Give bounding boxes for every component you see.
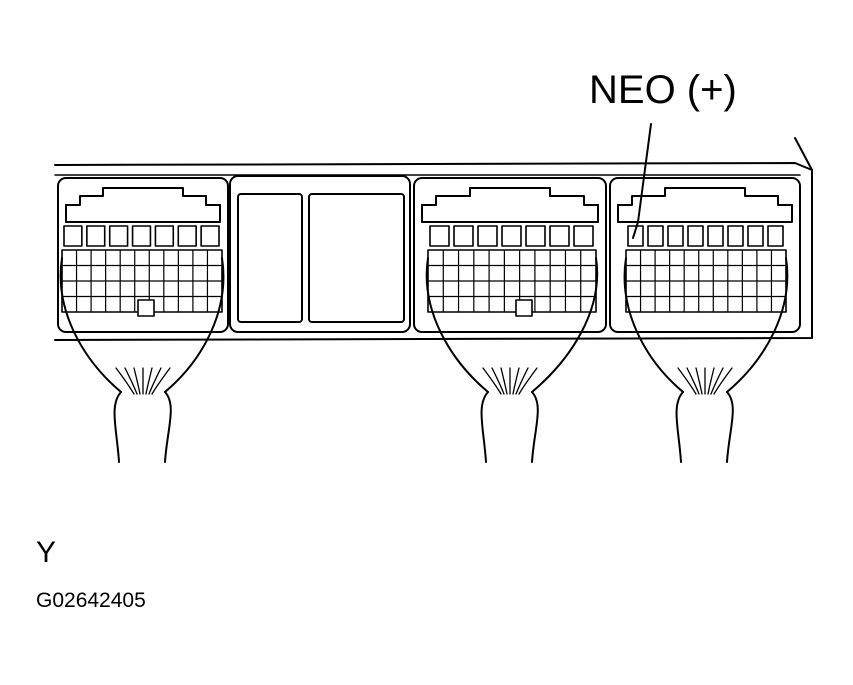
harness-left xyxy=(425,257,489,393)
pin-cell xyxy=(200,225,220,247)
figure-id: G02642405 xyxy=(36,589,146,612)
harness-right xyxy=(531,257,599,393)
harness-right xyxy=(726,257,789,393)
cable-left xyxy=(113,391,122,463)
cable-right xyxy=(726,391,734,463)
corner-letter: Y xyxy=(36,536,57,569)
cable-right xyxy=(531,391,539,463)
pin-cell xyxy=(747,225,764,247)
pin-cell xyxy=(525,225,546,247)
harness-wire xyxy=(512,367,520,395)
pin-cell xyxy=(627,225,644,247)
callout-leader-line xyxy=(632,123,652,239)
ecu-connector-icon xyxy=(57,177,229,333)
harness-wire xyxy=(133,367,141,395)
harness-wire xyxy=(677,367,697,395)
pin-cell xyxy=(429,225,450,247)
pin-cell xyxy=(667,225,684,247)
cable-left xyxy=(675,391,684,463)
pin-cell xyxy=(86,225,106,247)
pin-cell xyxy=(108,225,129,247)
harness-wire xyxy=(707,367,715,395)
ecu-connector-icon xyxy=(413,177,607,333)
harness-wire xyxy=(713,367,733,395)
harness-wire xyxy=(500,367,508,395)
pin-cell xyxy=(63,225,83,247)
harness-wire xyxy=(145,367,153,395)
harness-wire xyxy=(148,367,162,395)
pin-cell xyxy=(549,225,570,247)
cable-left xyxy=(480,391,489,463)
harness-wire xyxy=(124,367,138,395)
harness-wire xyxy=(518,367,538,395)
harness-left xyxy=(623,257,684,393)
connector-key xyxy=(515,299,533,317)
pin-cell xyxy=(767,225,784,247)
ecu-connector-icon xyxy=(609,177,801,333)
wire-harness-icon xyxy=(425,257,599,463)
harness-wire xyxy=(710,367,724,395)
connector-shell xyxy=(57,177,229,333)
connector-latch xyxy=(617,187,793,206)
harness-wire xyxy=(482,367,502,395)
connector-latch xyxy=(421,187,599,206)
cable-right xyxy=(164,391,172,463)
harness-left xyxy=(59,257,122,393)
harness-right xyxy=(164,257,225,393)
pin-cell xyxy=(707,225,724,247)
connector-shell xyxy=(609,177,801,333)
pin-cell xyxy=(477,225,498,247)
connector-lip xyxy=(65,204,221,223)
connector-shell xyxy=(413,177,607,333)
pin-cell xyxy=(501,225,522,247)
harness-wire xyxy=(695,367,703,395)
wire-harness-icon xyxy=(623,257,789,463)
harness-wire xyxy=(115,367,135,395)
pin-cell xyxy=(131,225,152,247)
callout-label: NEO (+) xyxy=(589,68,737,112)
pin-cell xyxy=(177,225,197,247)
pin-cell xyxy=(727,225,744,247)
blank-socket xyxy=(229,175,411,333)
connector-lip xyxy=(617,204,793,223)
wire-harness-icon xyxy=(59,257,225,463)
harness-wire xyxy=(515,367,529,395)
connector-latch xyxy=(65,187,221,206)
harness-wire xyxy=(491,367,505,395)
pin-cell xyxy=(573,225,594,247)
pin-cell xyxy=(687,225,704,247)
ecu-housing xyxy=(54,137,813,341)
connector-key xyxy=(137,299,155,317)
pin-cell xyxy=(647,225,664,247)
connector-lip xyxy=(421,204,599,223)
harness-wire xyxy=(151,367,171,395)
pin-cell xyxy=(453,225,474,247)
harness-wire xyxy=(686,367,700,395)
pin-cell xyxy=(154,225,175,247)
